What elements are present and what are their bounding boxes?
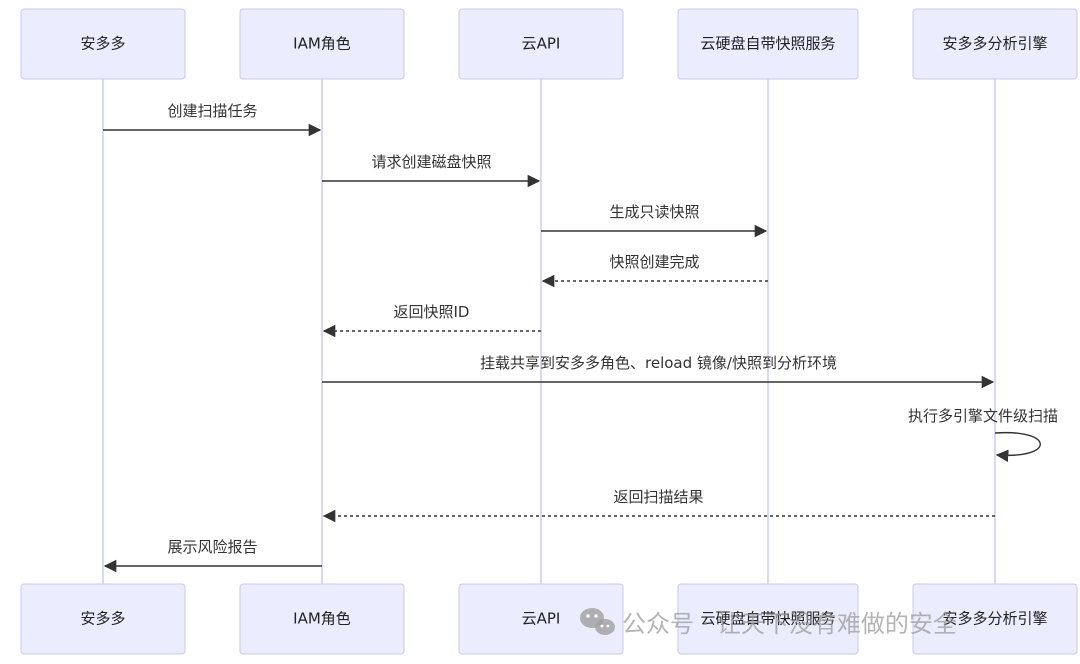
actor-cloudapi-top: 云API — [458, 8, 624, 80]
actor-label: 安多多分析引擎 — [942, 35, 1047, 53]
actor-box — [912, 583, 1078, 655]
message-label: 返回扫描结果 — [613, 488, 703, 506]
message-1: 创建扫描任务 — [103, 102, 322, 137]
actor-box — [239, 8, 405, 80]
message-3: 生成只读快照 — [541, 203, 768, 238]
actor-label: 云API — [522, 35, 561, 53]
actor-snapshot-top: 云硬盘自带快照服务 — [677, 8, 859, 80]
actor-anduoduo-bottom: 安多多 — [20, 583, 186, 655]
actor-label: IAM角色 — [293, 610, 351, 628]
actor-label: 云API — [522, 610, 561, 628]
self-loop-arrow — [994, 431, 1041, 463]
actor-label: IAM角色 — [293, 35, 351, 53]
watermark: 公众号 · 让天下没有难做的安全 — [580, 608, 957, 638]
message-6: 挂载共享到安多多角色、reload 镜像/快照到分析环境 — [322, 354, 995, 389]
actor-box — [912, 8, 1078, 80]
actor-box — [239, 583, 405, 655]
actor-cloudapi-bottom: 云API — [458, 583, 624, 655]
message-4: 快照创建完成 — [541, 253, 768, 288]
actor-box — [677, 583, 859, 655]
actor-label: 安多多 — [80, 35, 125, 53]
wechat-icon — [580, 608, 615, 635]
message-7: 执行多引擎文件级扫描 — [908, 407, 1058, 463]
actor-label: 安多多 — [80, 610, 125, 628]
message-8: 返回扫描结果 — [322, 488, 995, 523]
message-label: 挂载共享到安多多角色、reload 镜像/快照到分析环境 — [480, 354, 837, 372]
message-label: 请求创建磁盘快照 — [371, 153, 491, 171]
message-label: 创建扫描任务 — [167, 102, 257, 120]
actor-snapshot-bottom: 云硬盘自带快照服务 — [677, 583, 859, 655]
actor-engine-top: 安多多分析引擎 — [912, 8, 1078, 80]
lifelines — [102, 79, 996, 584]
actor-box — [20, 8, 186, 80]
actor-iam-top: IAM角色 — [239, 8, 405, 80]
message-label: 生成只读快照 — [609, 203, 699, 221]
actor-engine-bottom: 安多多分析引擎 — [912, 583, 1078, 655]
message-5: 返回快照ID — [322, 303, 541, 338]
actors-bottom: 安多多 IAM角色 云API 云硬盘自带快照服务 安多多分析引擎 — [20, 583, 1078, 655]
actor-box — [20, 583, 186, 655]
actor-label: 云硬盘自带快照服务 — [700, 610, 835, 628]
actor-box — [458, 8, 624, 80]
message-label: 展示风险报告 — [167, 538, 257, 556]
message-9: 展示风险报告 — [103, 538, 322, 573]
actor-label: 安多多分析引擎 — [942, 610, 1047, 628]
actor-anduoduo-top: 安多多 — [20, 8, 186, 80]
watermark-text: 公众号 · 让天下没有难做的安全 — [622, 610, 957, 638]
actor-box — [458, 583, 624, 655]
actors-top: 安多多 IAM角色 云API 云硬盘自带快照服务 安多多分析引擎 — [20, 8, 1078, 80]
message-2: 请求创建磁盘快照 — [322, 153, 541, 188]
actor-iam-bottom: IAM角色 — [239, 583, 405, 655]
actor-box — [677, 8, 859, 80]
message-label: 执行多引擎文件级扫描 — [908, 407, 1058, 425]
actor-label: 云硬盘自带快照服务 — [700, 35, 835, 53]
message-label: 返回快照ID — [394, 303, 470, 321]
message-label: 快照创建完成 — [609, 253, 699, 271]
